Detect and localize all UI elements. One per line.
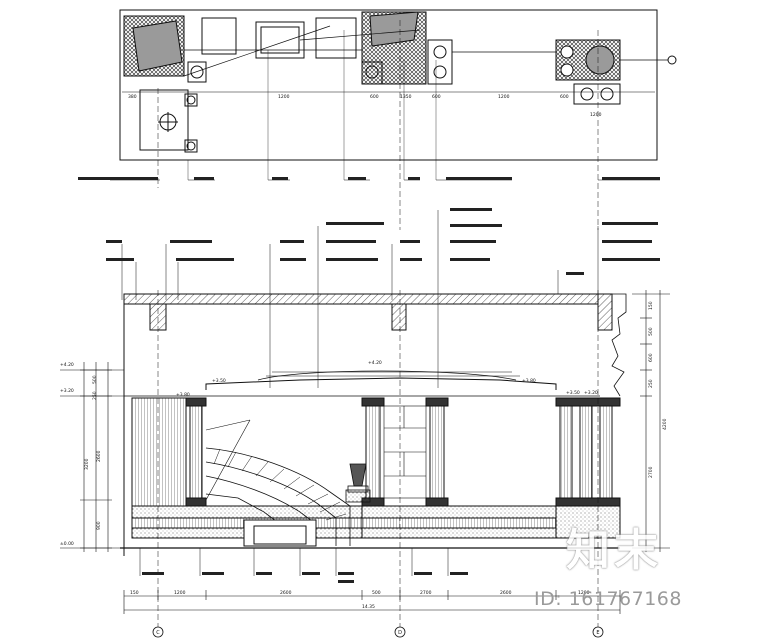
axis-e-marker: [592, 626, 604, 638]
svg-text:1350: 1350: [400, 94, 412, 100]
axis-c-label: C: [156, 630, 160, 636]
plan-view: [119, 9, 677, 230]
svg-text:+3.50: +3.50: [566, 390, 580, 396]
svg-text:250: 250: [92, 391, 98, 400]
bottom-dimension-labels: 150 1200 2600 500 2700 2600 1200 14.35: [130, 590, 590, 610]
plan-outline: [119, 9, 658, 161]
plinth: [120, 505, 621, 549]
svg-text:2600: 2600: [280, 590, 292, 596]
svg-text:500: 500: [372, 590, 381, 596]
svg-text:150: 150: [648, 301, 654, 310]
axis-d-marker: [394, 626, 406, 638]
watermark-logo: 知末: [566, 525, 662, 576]
svg-text:+3.80: +3.80: [522, 378, 536, 384]
svg-text:1200: 1200: [590, 112, 602, 118]
svg-text:1200: 1200: [578, 590, 590, 596]
svg-text:3200: 3200: [84, 458, 90, 470]
columns: [185, 397, 621, 507]
svg-text:+3.80: +3.80: [176, 392, 190, 398]
svg-text:500: 500: [92, 375, 98, 384]
right-dimension-labels: 150 500 600 250 2700 4200: [648, 301, 668, 478]
axis-markers: [152, 626, 604, 638]
svg-text:2600: 2600: [500, 590, 512, 596]
svg-text:+4.20: +4.20: [60, 362, 74, 368]
svg-text:±0.00: ±0.00: [60, 541, 74, 547]
plan-annotations: [78, 177, 660, 181]
plan-table: [139, 89, 189, 151]
svg-text:2700: 2700: [648, 466, 654, 478]
bottom-dimensions: [123, 590, 621, 614]
beam-center: [391, 303, 407, 331]
roof-slab: [123, 293, 599, 305]
plan-box-1: [201, 17, 237, 55]
svg-text:2700: 2700: [420, 590, 432, 596]
elevation-view: [120, 290, 627, 628]
svg-text:+4.20: +4.20: [368, 360, 382, 366]
beam-right: [597, 293, 613, 331]
svg-text:600: 600: [560, 94, 569, 100]
left-dimensions: [60, 362, 124, 552]
svg-text:2600: 2600: [96, 450, 102, 462]
left-dimension-labels: +4.20 +3.20 ±0.00 500 250 3200 2600 900: [60, 362, 102, 547]
level-markers: +3.80 +3.50 +4.20 +3.80 +3.50 +3.20: [176, 360, 598, 398]
watermark-id: ID: 161767168: [534, 588, 682, 610]
svg-text:4200: 4200: [662, 418, 668, 430]
svg-text:1200: 1200: [174, 590, 186, 596]
bottom-annotations: [139, 548, 468, 583]
svg-text:600: 600: [432, 94, 441, 100]
ceiling-cove: [205, 377, 557, 390]
svg-text:150: 150: [130, 590, 139, 596]
svg-text:+3.20: +3.20: [584, 390, 598, 396]
svg-text:380: 380: [128, 94, 137, 100]
svg-text:1200: 1200: [278, 94, 290, 100]
svg-text:900: 900: [96, 521, 102, 530]
plan-box-2: [315, 17, 357, 59]
svg-text:600: 600: [370, 94, 379, 100]
svg-text:1200: 1200: [498, 94, 510, 100]
axis-c-marker: [152, 626, 164, 638]
svg-text:250: 250: [648, 379, 654, 388]
svg-text:600: 600: [648, 353, 654, 362]
right-dimensions: [632, 290, 670, 552]
axis-d-label: D: [398, 630, 402, 636]
svg-text:500: 500: [648, 327, 654, 336]
axis-e-label: E: [596, 630, 599, 636]
svg-text:14.35: 14.35: [362, 604, 375, 610]
plan-dimension-labels: 380 1200 600 1200 600 1200 600 1350: [128, 94, 602, 118]
left-panel: [131, 397, 187, 507]
svg-text:+3.20: +3.20: [60, 388, 74, 394]
svg-text:+3.50: +3.50: [212, 378, 226, 384]
